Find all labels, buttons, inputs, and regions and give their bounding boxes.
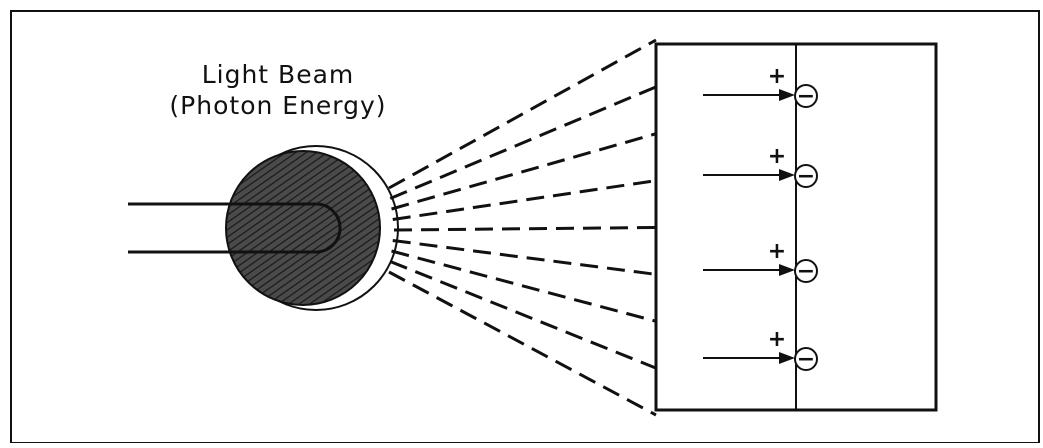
light-ray <box>389 260 657 370</box>
light-ray <box>393 226 657 232</box>
caption-line-2: (Photon Energy) <box>169 91 387 120</box>
negative-charge-sign: − <box>797 164 815 189</box>
electron-circle <box>794 164 818 188</box>
arrow-head <box>779 264 795 276</box>
light-ray <box>391 249 657 323</box>
light-ray <box>391 132 657 211</box>
negative-charge-sign: − <box>797 84 815 109</box>
light-rays <box>388 38 657 417</box>
positive-charge-sign: + <box>768 144 786 169</box>
light-ray <box>392 239 657 276</box>
caption-line-1: Light Beam <box>201 60 355 89</box>
arrow-head <box>779 169 795 181</box>
charge-pair: +− <box>703 64 818 109</box>
light-ray <box>392 179 657 221</box>
charge-pair: +− <box>703 144 818 189</box>
charge-pairs: +−+−+−+− <box>703 64 818 372</box>
light-ray <box>389 85 657 200</box>
negative-charge-sign: − <box>797 347 815 372</box>
positive-charge-sign: + <box>768 239 786 264</box>
light-ray <box>388 38 657 190</box>
lamp-filament <box>128 202 342 254</box>
charge-pair: +− <box>703 239 818 284</box>
lamp-bulb <box>225 150 381 306</box>
light-ray <box>388 270 657 417</box>
arrow-head <box>779 352 795 364</box>
arrow-head <box>779 89 795 101</box>
electron-circle <box>794 347 818 371</box>
negative-charge-sign: − <box>797 259 815 284</box>
positive-charge-sign: + <box>768 64 786 89</box>
electron-circle <box>794 259 818 283</box>
positive-charge-sign: + <box>768 327 786 352</box>
charge-pair: +− <box>703 327 818 372</box>
electron-circle <box>794 84 818 108</box>
